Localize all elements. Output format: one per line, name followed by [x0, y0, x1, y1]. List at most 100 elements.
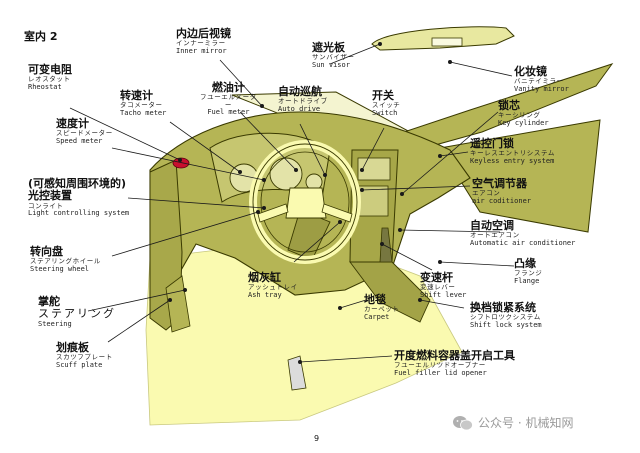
label-auto-air-conditioner: 自动空调 オートエアコン Automatic air conditioner [470, 219, 575, 247]
label-air-conditioner-zh: 空气调节器 [472, 177, 527, 190]
label-fuel-meter-en: Fuel meter [207, 107, 250, 116]
label-fuel-meter-ja2: ー [224, 100, 232, 109]
label-shift-lever-en: Shift lever [420, 290, 467, 299]
label-keyless-entry: 遥控门锁 キーレスエントリシステム Keyless entry system [470, 137, 555, 165]
label-shift-lever-zh: 变速杆 [420, 271, 453, 284]
label-scuff-plate: 划痕板 スカツフプレート Scuff plate [56, 341, 113, 369]
label-light-control-ja: コンライト [28, 201, 64, 210]
label-auto-air-conditioner-zh: 自动空调 [470, 219, 514, 232]
label-carpet-zh: 地毯 [364, 293, 386, 306]
label-switch: 开关 スイッチ Switch [372, 89, 401, 117]
label-rheostat: 可变电阻 レオスタット Rheostat [28, 63, 72, 91]
label-key-cylinder: 锁芯 キーシリング Key cylinder [498, 99, 549, 127]
label-fuel-filler-zh: 开度燃料容器盖开启工具 [394, 349, 515, 362]
label-inner-mirror: 内边后视镜 インナーミラー Inner mirror [176, 27, 231, 55]
label-fuel-filler-ja: フユーエルリツドオープナー [394, 361, 486, 370]
label-auto-drive-zh: 自动巡航 [278, 85, 322, 98]
label-fuel-meter-zh: 燃油计 [211, 81, 245, 94]
label-tacho-meter-ja: タコメーター [120, 101, 163, 110]
shift-lever-shape [379, 227, 393, 263]
label-steering-wheel: 转向盘 ステアリングホイール Steering wheel [30, 245, 101, 273]
label-switch-ja: スイッチ [372, 101, 401, 110]
label-air-conditioner-ja: エアコン [472, 189, 501, 198]
label-carpet-ja: カーペット [364, 305, 400, 314]
page-number: 9 [314, 434, 320, 443]
vanity-mirror-shape [431, 37, 463, 47]
steering-wheel-hub [285, 187, 327, 219]
label-light-control-zh2: 光控装置 [28, 189, 72, 203]
label-flange-zh: 凸缘 [514, 257, 536, 270]
label-switch-en: Switch [372, 108, 398, 117]
label-ash-tray-en: Ash tray [248, 290, 282, 299]
label-vanity-mirror-en: Vanity mirror [514, 84, 569, 93]
label-key-cylinder-zh: 锁芯 [498, 99, 520, 112]
label-carpet: 地毯 カーペット Carpet [364, 293, 400, 321]
label-shift-lock-en: Shift lock system [470, 320, 542, 329]
label-auto-air-conditioner-ja: オートエアコン [470, 231, 520, 240]
label-fuel-meter: 燃油计 フユーエルメータ ー Fuel meter [200, 81, 257, 117]
label-scuff-plate-ja: スカツフプレート [56, 353, 113, 362]
label-fuel-meter-ja: フユーエルメータ [200, 93, 257, 102]
watermark: 公众号 · 机械知网 [452, 414, 573, 431]
wechat-icon [453, 415, 473, 430]
label-steering-wheel-en: Steering wheel [30, 264, 90, 273]
leader-lines [69, 43, 515, 363]
label-vanity-mirror-ja: バニテイミラー [514, 77, 564, 86]
label-ash-tray: 烟灰缸 アッシュトレイ Ash tray [248, 271, 298, 299]
label-flange-en: Flange [514, 276, 540, 285]
label-carpet-en: Carpet [364, 312, 390, 321]
label-flange-ja: フランジ [514, 269, 543, 278]
label-shift-lever: 变速杆 変速レバー Shift lever [420, 271, 467, 299]
label-inner-mirror-en: Inner mirror [176, 46, 227, 55]
label-speed-meter: 速度计 スピードメーター Speed meter [56, 117, 113, 145]
label-air-conditioner: 空气调节器 エアコン air coditioner [472, 177, 532, 205]
label-tacho-meter-en: Tacho meter [120, 108, 167, 117]
label-steering-en: Steering [38, 319, 72, 328]
label-auto-drive: 自动巡航 オートドライブ Auto drive [278, 85, 328, 113]
label-ash-tray-zh: 烟灰缸 [248, 271, 281, 284]
label-auto-drive-en: Auto drive [278, 104, 321, 113]
center-vents [357, 157, 391, 181]
label-speed-meter-en: Speed meter [56, 136, 103, 145]
gauge-speed [269, 157, 303, 191]
label-shift-lever-ja: 変速レバー [420, 283, 456, 292]
label-speed-meter-ja: スピードメーター [56, 129, 113, 138]
door-panel [439, 119, 601, 233]
label-sun-visor-zh: 遮光板 [312, 41, 345, 54]
label-shift-lock-zh: 换档锁紧系统 [470, 301, 536, 314]
label-rheostat-en: Rheostat [28, 82, 62, 91]
label-keyless-entry-zh: 遥控门锁 [470, 137, 514, 150]
fuel-lid-opener-shape [287, 355, 307, 391]
label-vanity-mirror-zh: 化妆镜 [514, 65, 547, 78]
label-steering-ja: ステアリング [38, 307, 116, 321]
label-ash-tray-ja: アッシュトレイ [248, 283, 298, 292]
label-flange: 凸缘 フランジ Flange [514, 257, 543, 285]
label-rheostat-ja: レオスタット [28, 75, 71, 84]
label-shift-lock: 换档锁紧系统 シフトロツクシステム Shift lock system [470, 301, 542, 329]
label-shift-lock-ja: シフトロツクシステム [470, 313, 541, 322]
label-inner-mirror-zh: 内边后视镜 [176, 27, 231, 40]
label-tacho-meter: 转速计 タコメーター Tacho meter [120, 89, 167, 117]
label-switch-zh: 开关 [372, 89, 394, 102]
label-air-conditioner-en: air coditioner [472, 196, 532, 205]
label-vanity-mirror: 化妆镜 バニテイミラー Vanity mirror [514, 65, 569, 93]
label-key-cylinder-en: Key cylinder [498, 118, 549, 127]
label-fuel-filler-en: Fuel filler lid opener [394, 368, 487, 377]
label-tacho-meter-zh: 转速计 [120, 89, 153, 102]
label-light-control: (可感知周围环境的) 光控装置 コンライト Light controlling … [28, 177, 130, 218]
label-light-control-en: Light controlling system [28, 208, 130, 217]
label-steering-wheel-ja: ステアリングホイール [30, 257, 101, 266]
label-light-control-zh1: (可感知周围环境的) [28, 177, 127, 190]
label-inner-mirror-ja: インナーミラー [176, 39, 226, 48]
label-key-cylinder-ja: キーシリング [498, 111, 541, 120]
rheostat-knob [172, 157, 190, 169]
label-auto-drive-ja: オートドライブ [278, 97, 328, 106]
label-fuel-filler: 开度燃料容器盖开启工具 フユーエルリツドオープナー Fuel filler li… [394, 349, 515, 377]
label-sun-visor-ja: サンバイザー [312, 53, 355, 62]
steering-spoke-right [321, 203, 353, 223]
label-sun-visor-en: Sun visor [312, 60, 350, 69]
page-title: 室内 2 [24, 30, 58, 43]
label-rheostat-zh: 可变电阻 [28, 63, 72, 76]
